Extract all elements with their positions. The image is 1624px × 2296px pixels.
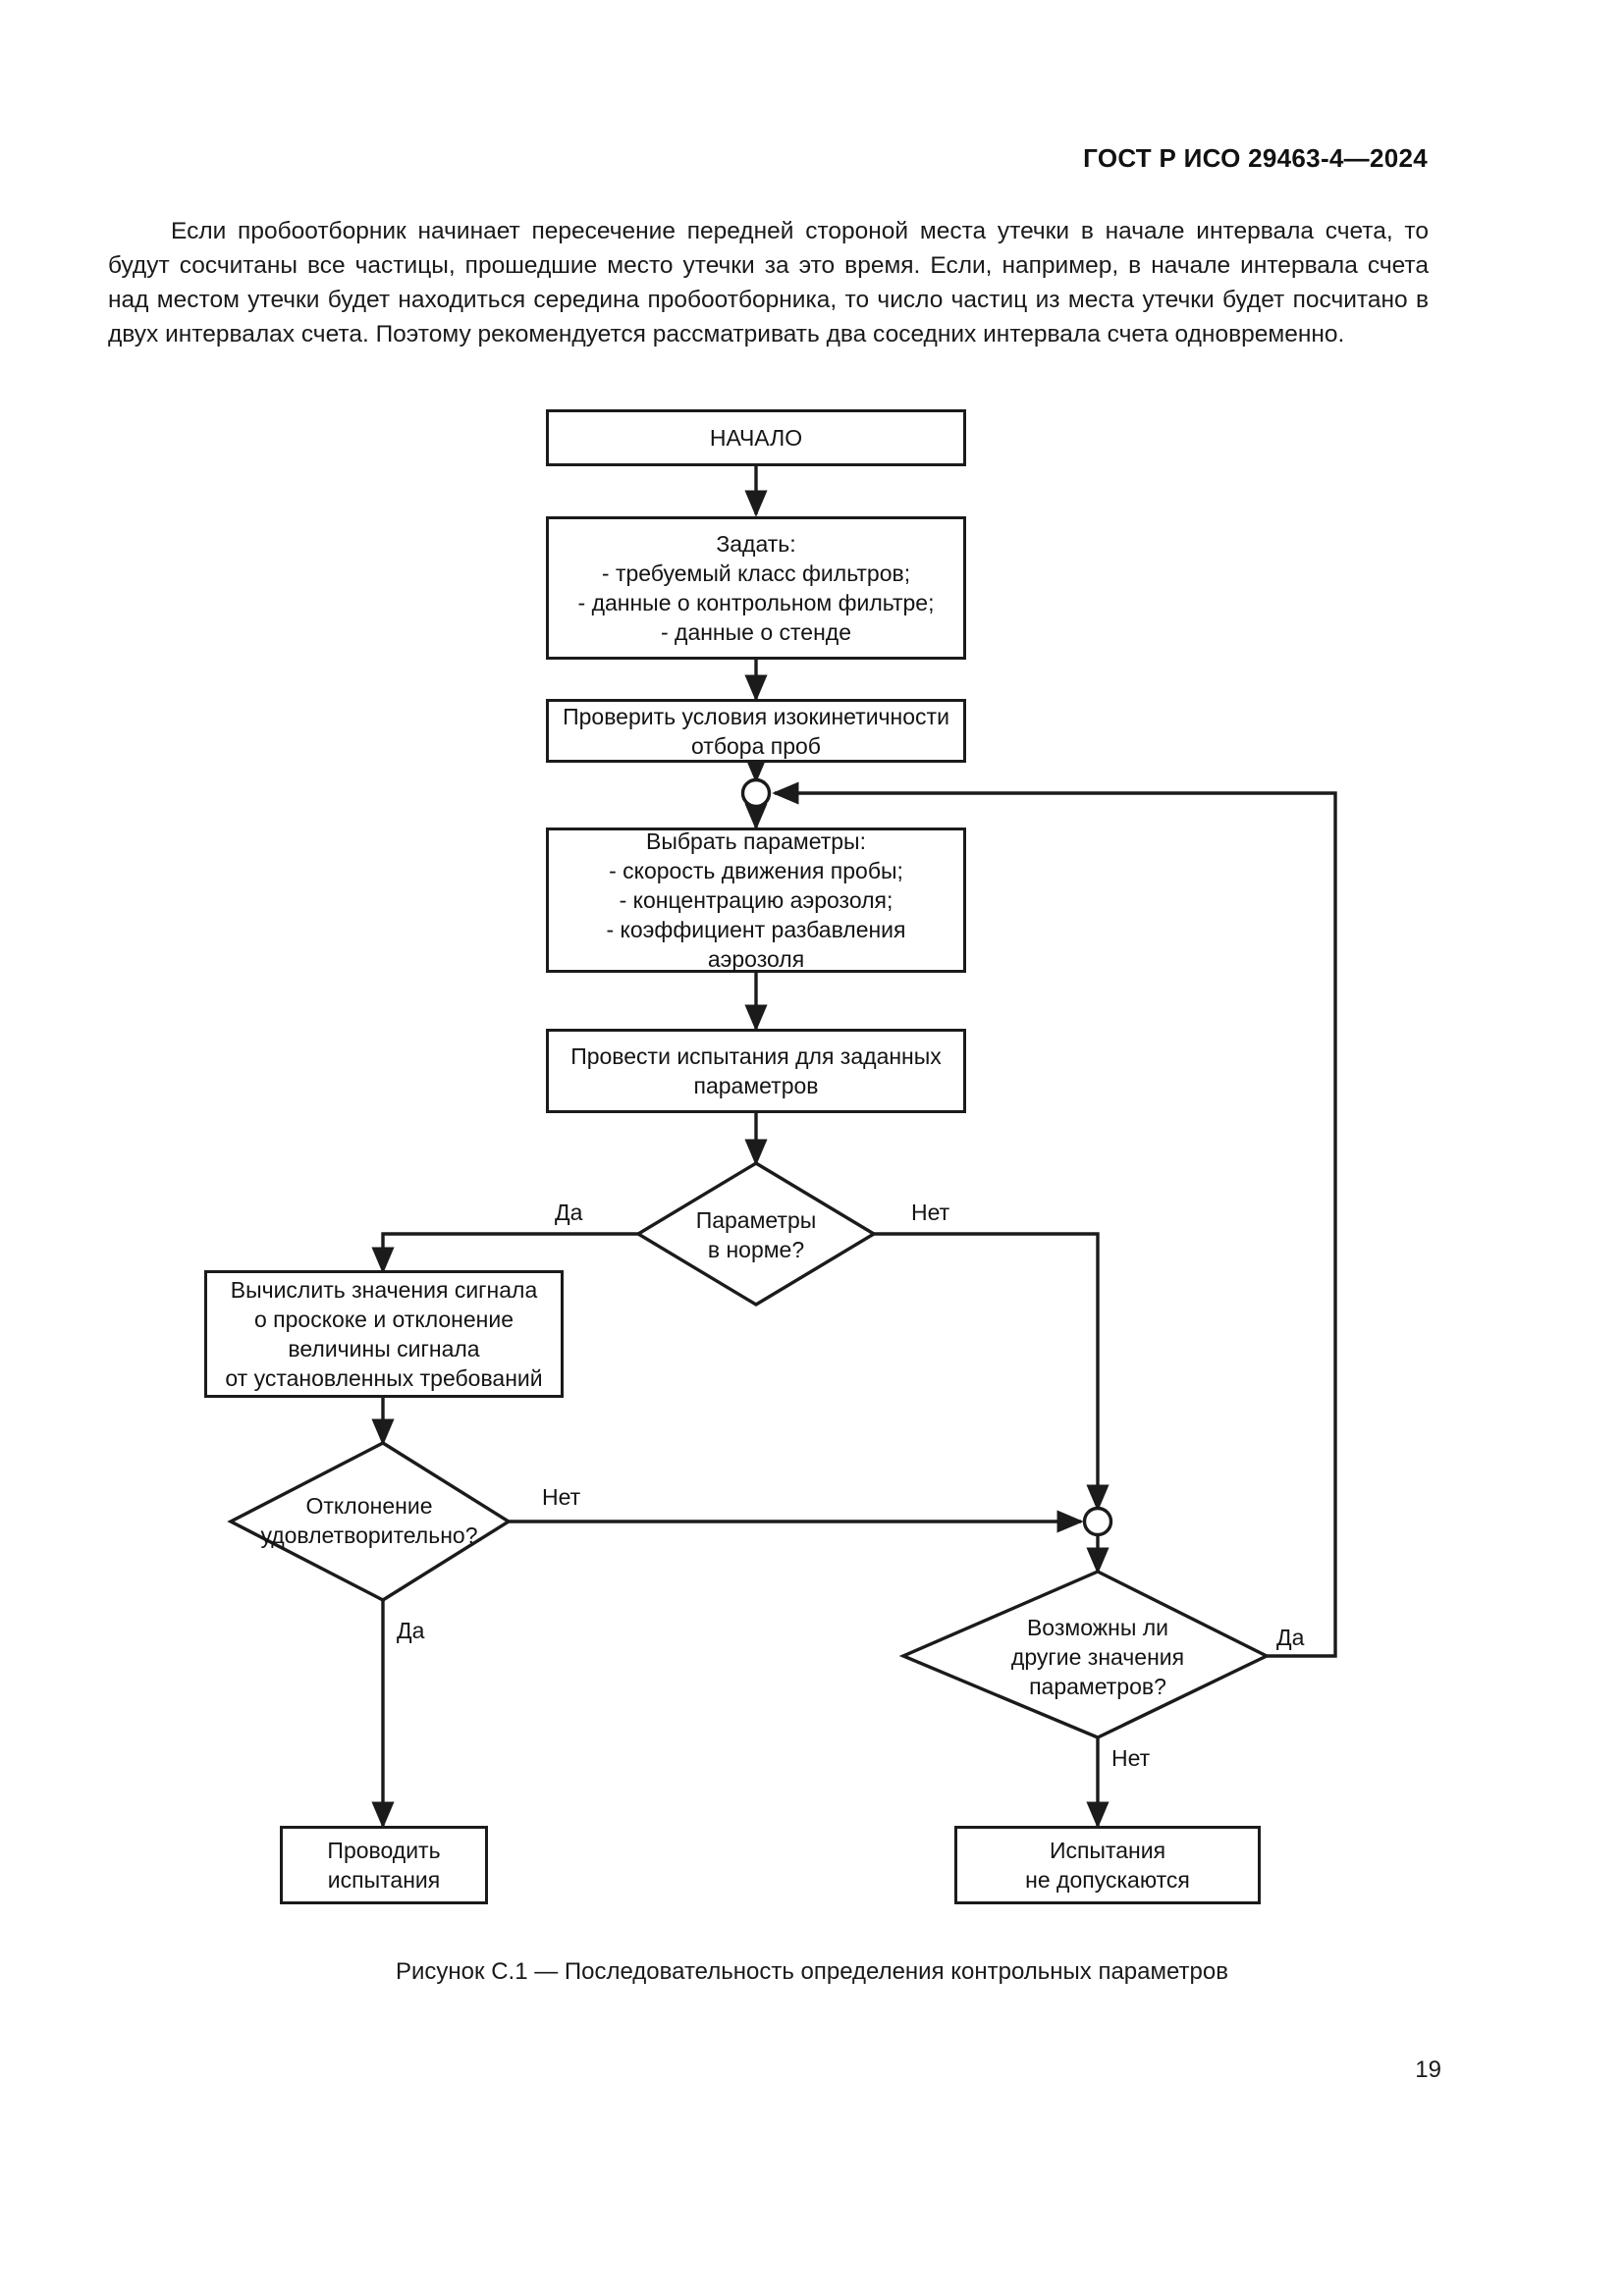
node-set-inputs-label: Задать: - требуемый класс фильтров; - да… — [577, 531, 935, 645]
node-choose-params[interactable]: Выбрать параметры: - скорость движения п… — [546, 828, 966, 973]
node-compute-signal[interactable]: Вычислить значения сигнала о проскоке и … — [204, 1270, 564, 1398]
node-run-tests[interactable]: Провести испытания для заданных параметр… — [546, 1029, 966, 1113]
decision-other-values — [898, 1570, 1271, 1739]
decision-params-ok — [634, 1161, 878, 1307]
node-do-tests[interactable]: Проводить испытания — [280, 1826, 488, 1904]
node-tests-denied-label: Испытания не допускаются — [1025, 1838, 1190, 1893]
edge-label-deviation-yes: Да — [397, 1618, 425, 1643]
node-compute-signal-label: Вычислить значения сигнала о проскоке и … — [225, 1277, 543, 1391]
edge-label-params-no: Нет — [911, 1200, 950, 1225]
page-number: 19 — [1415, 2056, 1441, 2083]
edge-label-params-yes: Да — [555, 1200, 583, 1225]
node-check-isokinetic[interactable]: Проверить условия изокинетичности отбора… — [546, 699, 966, 763]
edge-label-other-yes: Да — [1276, 1625, 1305, 1650]
decision-deviation-ok — [227, 1441, 513, 1602]
document-header: ГОСТ Р ИСО 29463-4—2024 — [1083, 143, 1428, 173]
merge-connector-top — [740, 777, 772, 809]
node-tests-denied[interactable]: Испытания не допускаются — [954, 1826, 1261, 1904]
merge-connector-right — [1082, 1506, 1113, 1537]
body-paragraph: Если пробоотборник начинает пересечение … — [108, 218, 1429, 347]
node-choose-params-label: Выбрать параметры: - скорость движения п… — [606, 828, 906, 972]
figure-caption: Рисунок С.1 — Последовательность определ… — [396, 1958, 1228, 1985]
node-start-label: НАЧАЛО — [709, 425, 803, 451]
node-start[interactable]: НАЧАЛО — [546, 409, 966, 466]
edge-label-other-no: Нет — [1111, 1745, 1151, 1771]
edge-label-deviation-no: Нет — [542, 1484, 581, 1510]
node-run-tests-label: Провести испытания для заданных параметр… — [570, 1043, 942, 1098]
node-set-inputs[interactable]: Задать: - требуемый класс фильтров; - да… — [546, 516, 966, 660]
node-do-tests-label: Проводить испытания — [327, 1838, 441, 1893]
node-check-isokinetic-label: Проверить условия изокинетичности отбора… — [563, 703, 949, 759]
